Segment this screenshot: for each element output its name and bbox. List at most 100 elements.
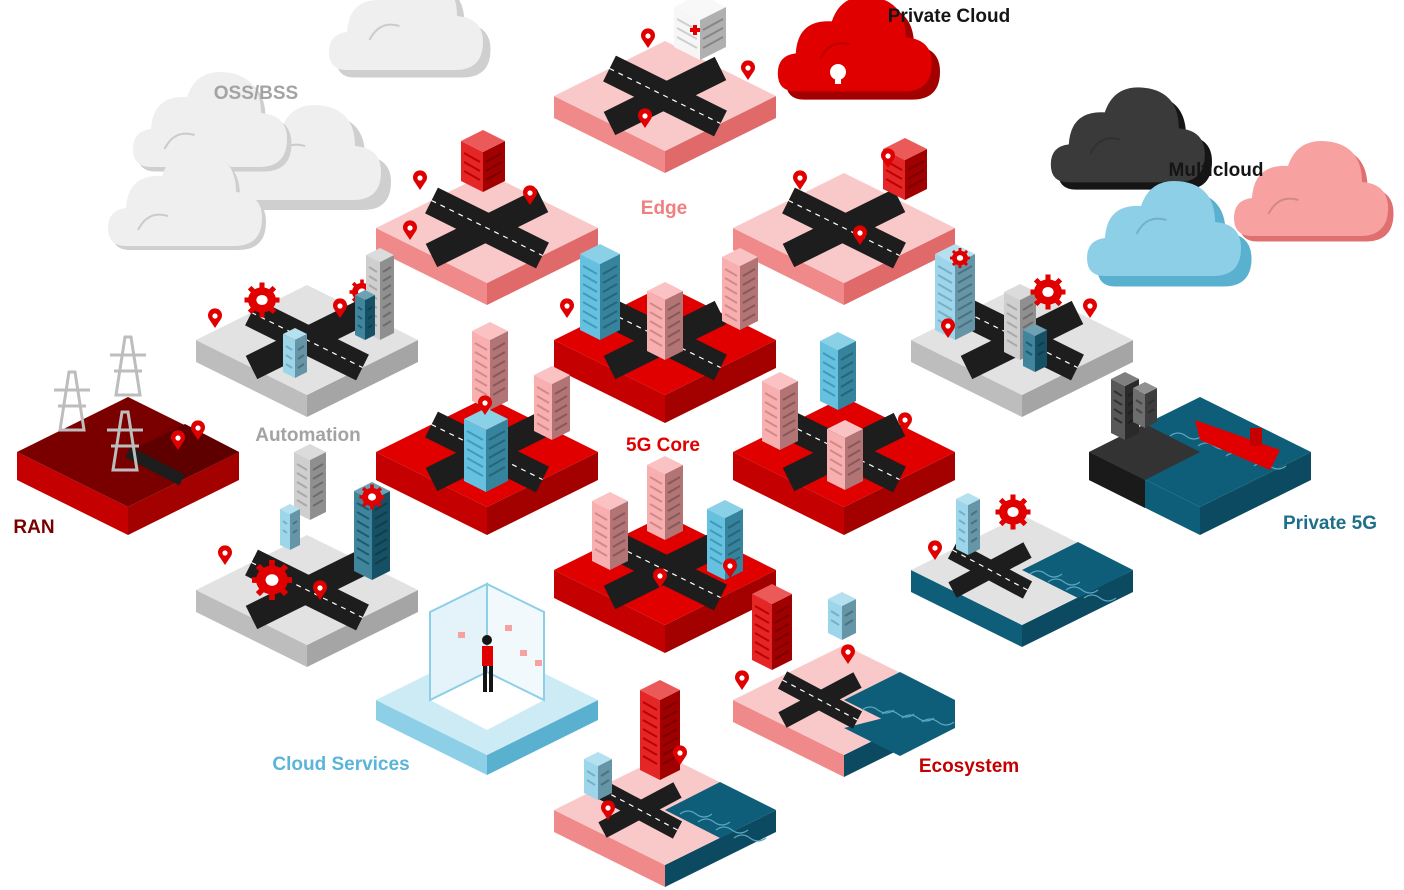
multicloud-blue-tower-window-row xyxy=(957,292,973,302)
automation-gear-4-tooth xyxy=(370,504,374,510)
multicloud-gear-2 xyxy=(950,248,970,268)
core-top-pink-tower-2-right xyxy=(740,257,758,330)
core-top-blue-tower-window-row xyxy=(602,319,618,329)
edge-pin-1 xyxy=(640,28,655,48)
private5g-factory-2-left xyxy=(1133,388,1145,428)
bottom-red-tower-window-row xyxy=(642,710,658,720)
oss-bss-cloud-small-face xyxy=(133,72,287,167)
multicloud-blue-tower-window-row xyxy=(957,283,973,293)
core-bottom-pink-tower-2-right xyxy=(665,465,683,540)
multicloud-teal-tower-window-row xyxy=(1025,350,1033,356)
core-tile-left-right-face xyxy=(487,452,598,535)
hospital-building-window-row xyxy=(702,27,724,40)
core-left-pink-tower-1-window-row xyxy=(492,369,506,378)
core-left-pink-tower-1-window-row xyxy=(492,360,506,369)
bottom-red-tower-right xyxy=(660,690,680,780)
core-right-pink-tower-2-window-row xyxy=(847,467,861,476)
automation-tower-blue-2-window-row xyxy=(282,520,288,525)
multicloud-gray-tower-window-row xyxy=(1022,312,1034,320)
core-bottom-pink-tower-2-window-row xyxy=(667,476,681,485)
edge-left-townhall-window-row xyxy=(485,170,503,181)
ecosystem-red-tower-window-row xyxy=(754,641,770,651)
label-cloud-services: Cloud Services xyxy=(272,754,410,775)
bottom-blue-house-right xyxy=(598,759,612,800)
core-top-blue-tower xyxy=(580,244,620,340)
oss-bss-cloud-top xyxy=(329,0,491,78)
edge-tile-top-road-line xyxy=(609,67,721,125)
multicloud-gray-tower-window-row xyxy=(1006,321,1018,329)
private5g-tile-right-face xyxy=(1200,452,1311,535)
private-cloud-shape-contour xyxy=(819,42,851,60)
bottom-pin-2 xyxy=(601,800,616,820)
edge-pin-5-dot xyxy=(527,190,533,196)
ecosystem-blue-house-roof xyxy=(828,592,856,606)
core-right-blue-tower-window-row xyxy=(840,370,854,379)
core-left-pink-tower-1-window-row xyxy=(474,387,488,396)
multicloud-blue-tower-window-row xyxy=(937,310,953,320)
core-tile-bottom-left-face xyxy=(554,570,665,653)
automation-tower-gray-window-row xyxy=(382,311,392,318)
private-cloud-shape-face xyxy=(777,0,932,92)
automation-tower-teal-2-window-row xyxy=(356,547,370,556)
core-top-pink-tower-1-window-row xyxy=(667,338,681,347)
core-top-pink-tower-2-window-row xyxy=(724,277,738,286)
edge-left-townhall-window-row xyxy=(485,161,503,172)
automation-tower-teal-window-row xyxy=(367,315,373,320)
ecosystem-gray-blue-tower-window-row xyxy=(958,519,966,525)
core-bottom-pink-tower-1-window-row xyxy=(612,530,626,539)
core-top-blue-tower-roof xyxy=(580,244,620,264)
ecosystem-wave xyxy=(881,710,915,718)
automation-tower-teal-2-window-row xyxy=(356,538,370,547)
multicloud-teal-tower-window-row xyxy=(1025,341,1033,347)
ecosystem-gray-blue-tower-right xyxy=(968,499,980,555)
multicloud-dark-cloud-contour xyxy=(1089,137,1121,155)
core-bottom-pink-tower-1-window-row xyxy=(594,548,608,557)
label-edge: Edge xyxy=(640,198,688,219)
bottom-wave xyxy=(679,810,713,818)
core-left-pink-tower-2-window-row xyxy=(536,395,550,404)
automation-tower-teal-2-window-row xyxy=(374,547,388,556)
oss-bss-cloud-small-contour xyxy=(163,132,195,150)
core-bottom-blue-tower-window-row xyxy=(727,547,741,556)
edge-right-townhall-window-row xyxy=(885,178,903,189)
private5g-factory-2 xyxy=(1133,382,1157,428)
ran-pin-1 xyxy=(191,420,205,440)
core-right-pink-tower-1-window-row xyxy=(764,410,778,419)
automation-gear-4-hole xyxy=(368,493,376,501)
automation-gear-3-tooth xyxy=(269,560,275,568)
core-bottom-blue-tower-window-row xyxy=(727,529,741,538)
ecosystem-gray-gear-tooth xyxy=(1010,522,1016,530)
core-right-pink-tower-2-right xyxy=(845,429,863,490)
automation-tower-gray-window-row xyxy=(382,275,392,282)
core-left-blue-tower-window-row xyxy=(488,457,506,468)
automation-gear-3 xyxy=(252,560,292,600)
automation-tower-teal-window-row xyxy=(357,315,363,320)
core-left-pink-tower-2-window-row xyxy=(536,422,550,431)
automation-tower-blue-window-row xyxy=(297,345,305,351)
ecosystem-red-tower-window-row xyxy=(754,605,770,615)
core-bottom-pink-tower-2-window-row xyxy=(667,521,681,530)
edge-tile-top-left-face xyxy=(554,96,665,173)
private5g-factory-2-window-row xyxy=(1147,399,1155,405)
ecosystem-gray-blue-tower-roof xyxy=(956,493,980,505)
core-left-blue-tower-window-row xyxy=(488,466,506,477)
core-bottom-pink-tower-1-window-row xyxy=(594,521,608,530)
automation-tower-blue xyxy=(283,328,307,378)
automation-tower-blue-window-row xyxy=(297,363,305,369)
core-left-blue-tower-window-row xyxy=(488,448,506,459)
bottom-red-tower-roof xyxy=(640,680,680,700)
core-bottom-pink-tower-2-window-row xyxy=(667,512,681,521)
edge-tile-right-left-face xyxy=(733,228,844,305)
core-left-pink-tower-2-window-row xyxy=(554,404,568,413)
ecosystem-red-tower-roof xyxy=(752,584,792,604)
multicloud-gear-2-hole xyxy=(956,255,964,261)
ran-pylon-2 xyxy=(107,410,143,472)
automation-gear-4 xyxy=(359,484,385,510)
edge-pin-9-dot xyxy=(857,230,863,236)
core-top-blue-tower-window-row xyxy=(602,283,618,293)
oss-bss-cloud-top-contour xyxy=(368,23,400,41)
core-left-blue-tower xyxy=(464,408,508,492)
oss-bss-cloud-top-face xyxy=(329,0,483,70)
ecosystem-blue-house-window-row xyxy=(830,610,840,617)
bottom-wave xyxy=(733,834,767,842)
